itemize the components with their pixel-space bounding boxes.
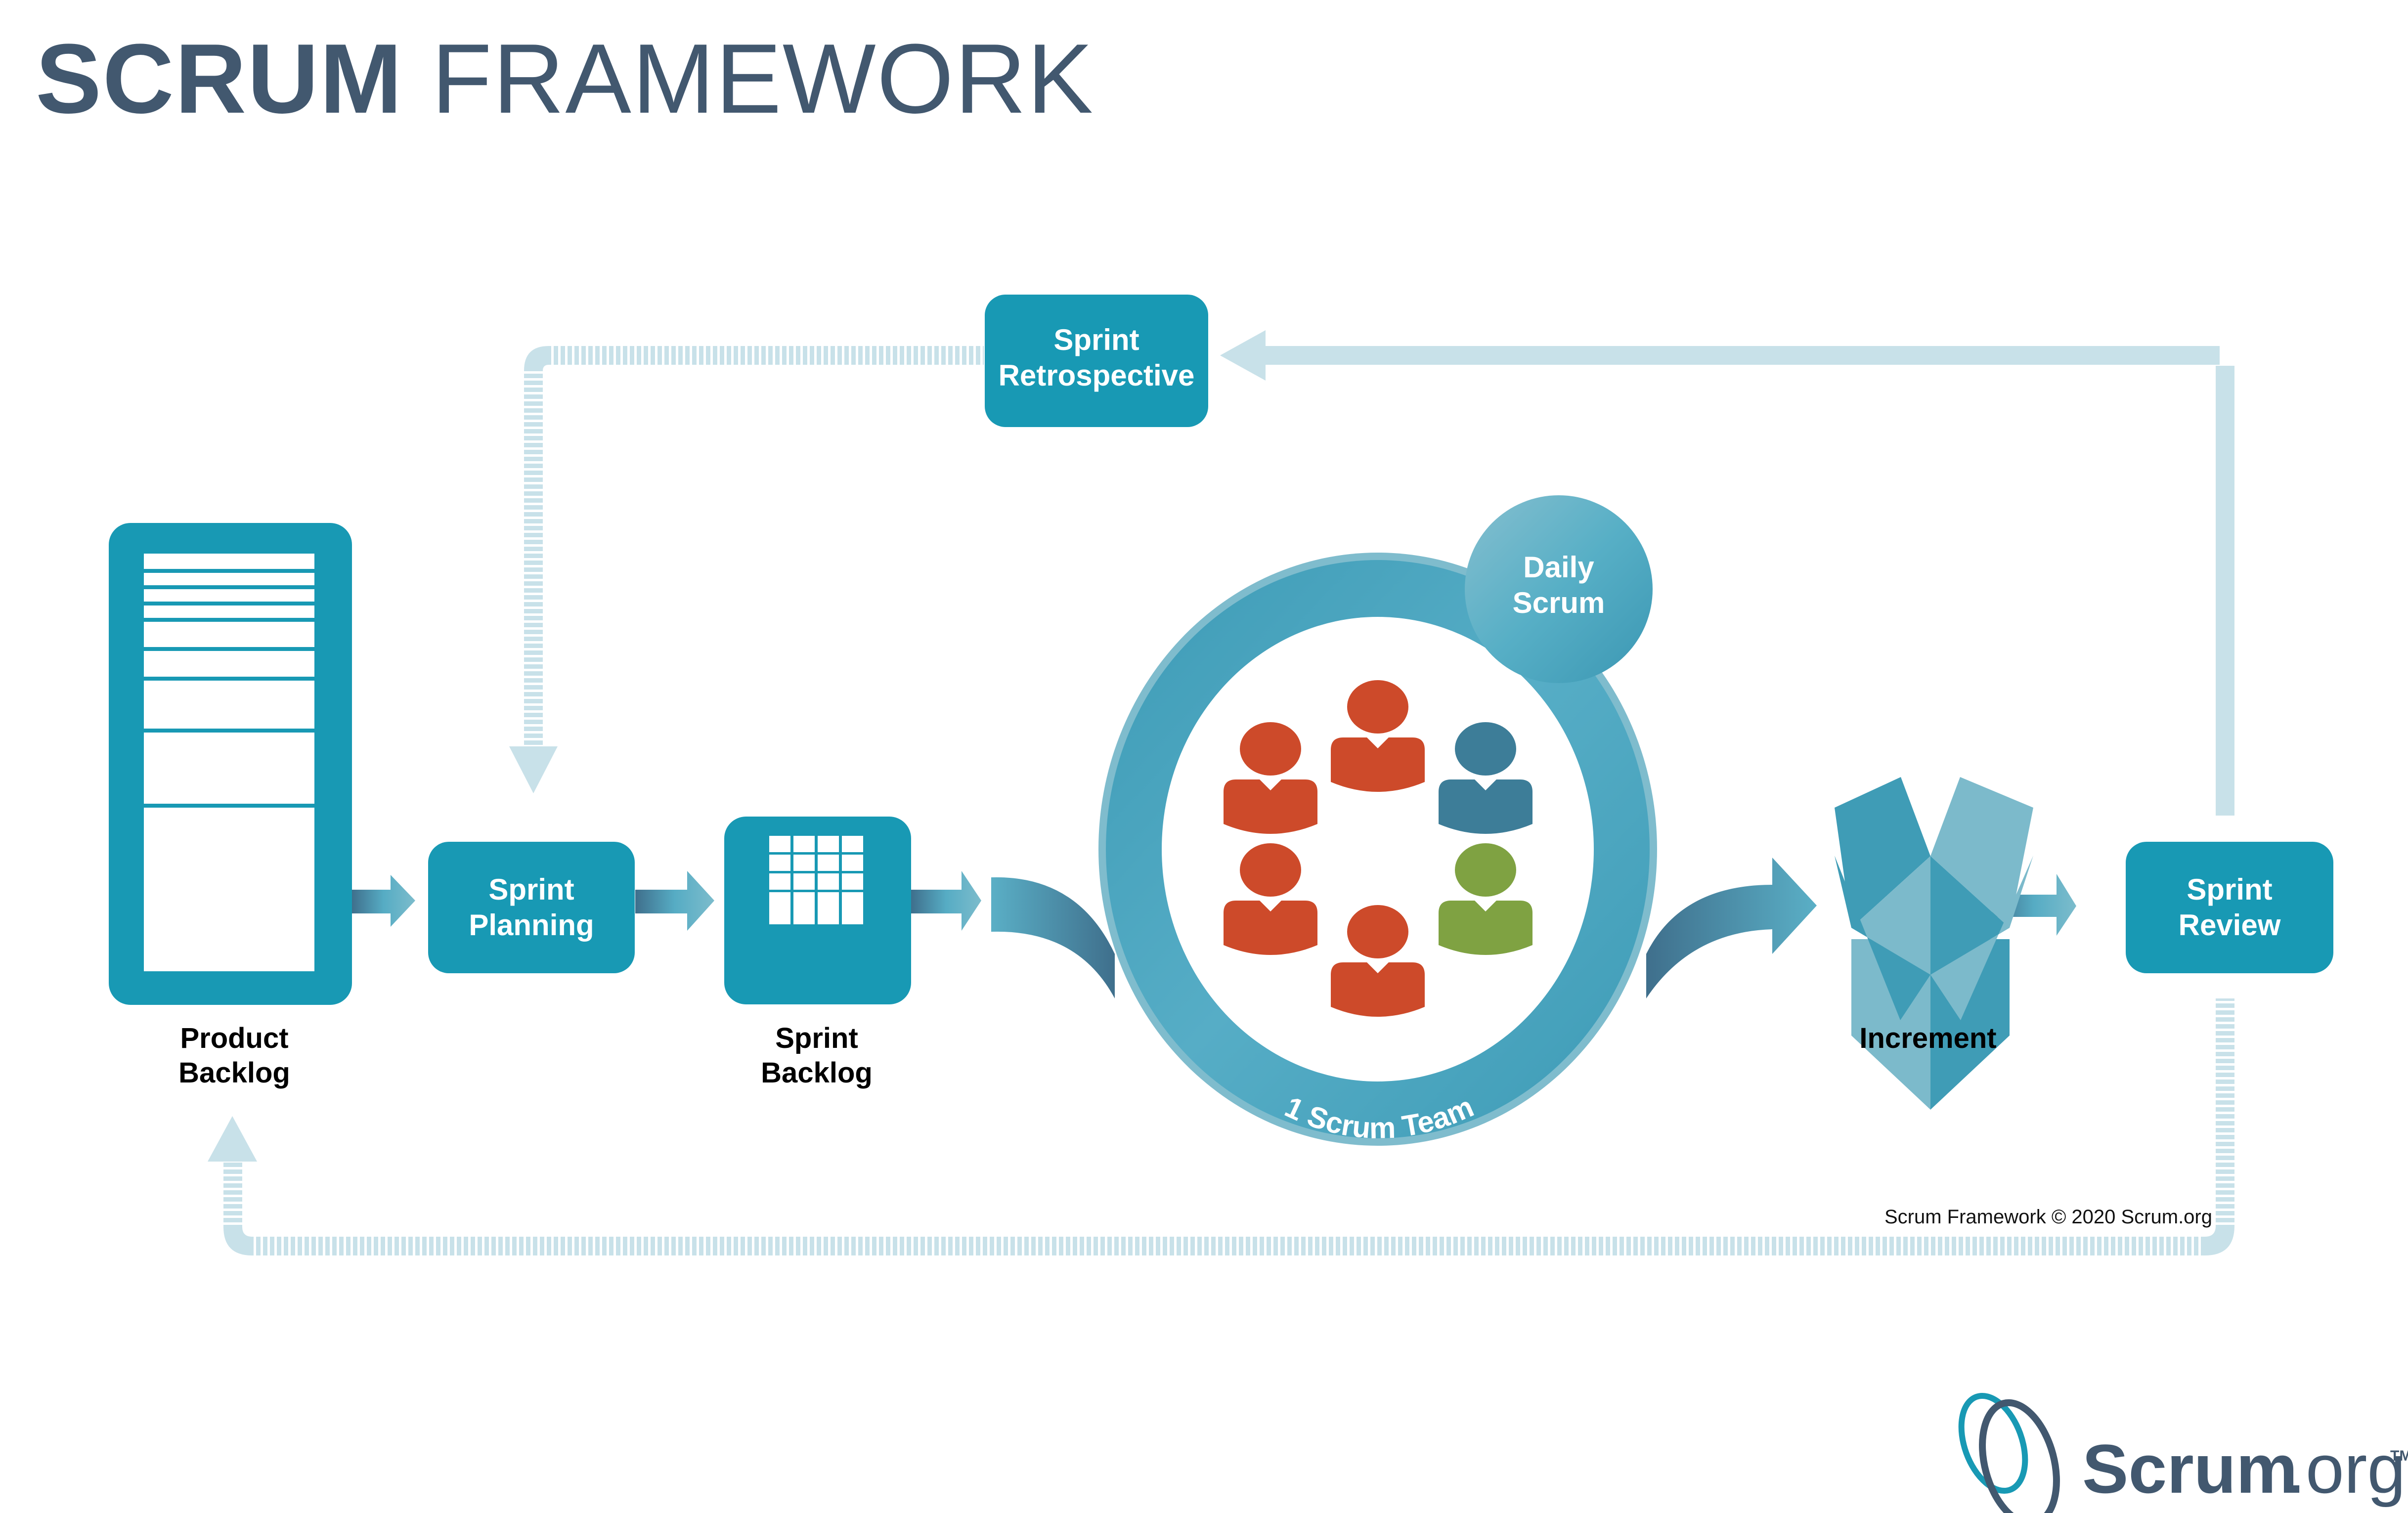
scrum-org-logo[interactable]: Scrum .org TM (1949, 1387, 2408, 1513)
sprint-backlog-line2: Backlog (761, 1057, 873, 1089)
loop-top-right-segment (1261, 346, 2220, 365)
title-bold: SCRUM (36, 24, 403, 134)
page-title: SCRUM FRAMEWORK (36, 25, 1094, 133)
sprint-planning-line1: Sprint (488, 873, 574, 906)
loop-review-up-segment (2216, 366, 2234, 816)
flow-arrow-2 (635, 871, 714, 931)
logo-trademark: TM (2390, 1448, 2408, 1464)
flow-arrow-3 (911, 871, 981, 931)
arrow-right-icon (352, 875, 415, 927)
flow-arrow-1 (352, 875, 415, 927)
backlog-row-dividers (144, 569, 314, 808)
task-card (842, 836, 863, 852)
arrow-right-icon (911, 871, 981, 931)
arrow-right-icon (1992, 874, 2076, 936)
task-card (769, 836, 790, 852)
task-card (769, 855, 790, 871)
product-backlog-line2: Backlog (178, 1057, 290, 1089)
sprint-planning-box[interactable]: Sprint Planning (428, 842, 635, 973)
daily-scrum-circle[interactable]: Daily Scrum (1465, 495, 1653, 683)
copyright-credit: Scrum Framework © 2020 Scrum.org (1884, 1206, 2212, 1228)
person-icon (1439, 722, 1532, 834)
task-card (793, 873, 815, 890)
person-icon (1331, 905, 1425, 1017)
sprint-retrospective-line1: Sprint (1053, 323, 1139, 356)
person-icon (1331, 680, 1425, 792)
loop-bottom-left-corner (223, 1227, 252, 1255)
task-card (818, 836, 839, 852)
loop-review-down-segment (2216, 998, 2234, 1226)
task-card (818, 873, 839, 890)
task-board-icon (769, 836, 863, 924)
task-card (818, 855, 839, 871)
product-backlog-line1: Product (180, 1022, 288, 1054)
logo-text-bold: Scrum (2082, 1430, 2298, 1508)
task-card (818, 892, 839, 924)
loop-top-left-corner (524, 346, 549, 371)
task-card (769, 873, 790, 890)
logo-rings-icon (1958, 1392, 2060, 1513)
arrow-right-icon (635, 871, 714, 931)
task-card (793, 855, 815, 871)
open-box-icon (1835, 777, 2033, 1110)
retrospective-loop (509, 330, 2234, 816)
logo-text-light: .org (2286, 1430, 2406, 1508)
sprint-planning-line2: Planning (469, 908, 594, 942)
increment[interactable]: Increment (1835, 777, 2033, 1110)
sprint-output-arrow (1646, 858, 1817, 998)
arrow-up-icon (208, 1116, 257, 1162)
product-backlog[interactable]: Product Backlog (109, 523, 352, 1089)
loop-top-left-segment (549, 346, 984, 365)
backlog-panel (144, 554, 314, 971)
sprint-review-line2: Review (2179, 908, 2281, 942)
task-card (793, 836, 815, 852)
title-regular: FRAMEWORK (431, 24, 1095, 134)
flow-arrow-4 (1992, 874, 2076, 936)
sprint-review-line1: Sprint (2187, 873, 2272, 906)
team-members (1224, 680, 1532, 1017)
task-card (793, 892, 815, 924)
sprint-backlog-line1: Sprint (775, 1022, 858, 1054)
person-icon (1224, 843, 1317, 955)
task-card (842, 855, 863, 871)
increment-label: Increment (1859, 1022, 1996, 1054)
sprint-backlog[interactable]: Sprint Backlog (724, 817, 911, 1089)
loop-bottom-segment (252, 1237, 2205, 1255)
task-card (842, 873, 863, 890)
sprint-input-swoosh (991, 877, 1115, 998)
sprint-retrospective-line2: Retrospective (999, 359, 1195, 392)
loop-bottom-right-corner (2205, 1226, 2234, 1255)
daily-scrum-line1: Daily (1523, 551, 1594, 584)
arrow-left-icon (1220, 330, 1266, 381)
person-icon (1224, 722, 1317, 834)
person-icon (1439, 843, 1532, 955)
daily-scrum-line2: Scrum (1513, 586, 1605, 619)
loop-left-up-segment (223, 1162, 242, 1228)
backlog-loop (208, 998, 2234, 1255)
sprint-review-box[interactable]: Sprint Review (2126, 842, 2333, 973)
task-card (769, 892, 790, 924)
sprint-retrospective-box[interactable]: Sprint Retrospective (985, 295, 1208, 427)
loop-left-down-segment (524, 371, 543, 746)
arrow-down-icon (509, 746, 558, 793)
task-card (842, 892, 863, 924)
